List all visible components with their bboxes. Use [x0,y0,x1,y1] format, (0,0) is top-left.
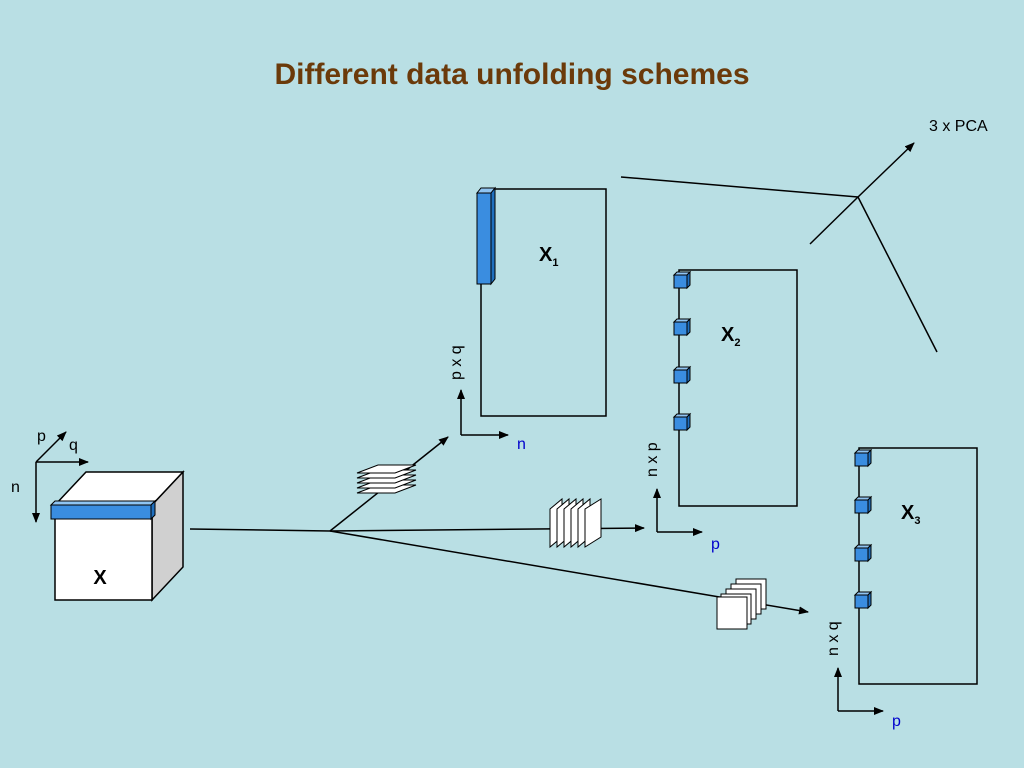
x1-rows-label: p x q [448,345,465,380]
unfolding-branches [189,436,809,615]
horizontal-slices-icon [356,464,417,494]
matrix-x3-label: X3 [901,502,920,527]
matrix-x2-label: X2 [721,324,740,349]
cube-axes: p q n [11,428,89,523]
pca-label: 3 x PCA [929,118,988,135]
axis-n-label: n [11,479,20,496]
x1-cols-label: n [517,436,526,453]
cube-blue-slice [49,499,157,521]
slide-title: Different data unfolding schemes [274,58,749,91]
axis-p-label: p [37,428,46,445]
cube-label: X [93,567,107,589]
x2-rows-label: n x p [644,442,661,477]
frontal-slices-icon [716,578,767,630]
matrix-x1-label: X1 [539,244,558,269]
matrix-x2: X2 n x p p [644,269,798,553]
x3-cols-label: p [892,713,901,730]
matrix-x3: X3 n x q p [825,447,978,730]
pca-axes: 3 x PCA [620,118,988,353]
x1-blue-column [475,186,497,286]
data-cube: X [49,470,185,602]
x3-rows-label: n x q [825,621,842,656]
vertical-slices-icon [549,497,602,549]
matrix-x1: X1 p x q n [448,186,607,453]
x2-cols-label: p [711,536,720,553]
axis-q-label: q [69,437,78,454]
